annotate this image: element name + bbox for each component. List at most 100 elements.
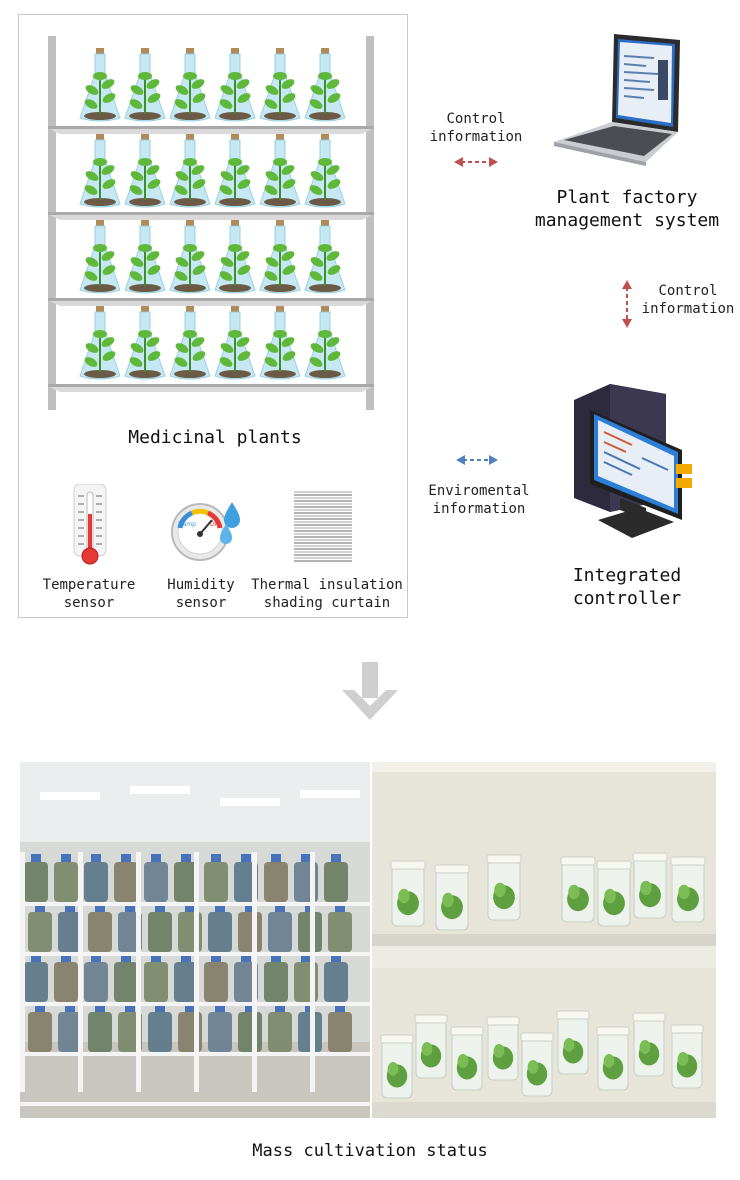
ceiling-light [220,798,280,806]
culture-bottle [58,912,82,952]
shelf-board [48,214,374,220]
culture-jar [380,1034,414,1099]
culture-jar [450,1026,484,1091]
culture-jar [486,854,522,921]
culture-bottle [24,862,48,902]
culture-bottle [88,1012,112,1052]
plant-flask [304,306,346,380]
culture-jar [670,856,706,923]
shelf-edge [372,1102,716,1118]
ceiling-light [300,790,360,798]
plant-flask [79,220,121,294]
culture-jar [520,1032,554,1097]
culture-bottle [148,1012,172,1052]
shelf-post [48,36,56,410]
culture-bottle [54,862,78,902]
culture-bottle [268,912,292,952]
environmental-info-arrow [456,455,498,465]
down-arrow-icon [342,662,398,720]
plant-shelf-illustration [48,36,374,410]
shelf-label: Medicinal plants [128,427,302,448]
plant-flask [124,134,166,208]
culture-bottle [328,1012,352,1052]
ceiling-light [40,792,100,800]
curtain-label: Thermal insulation shading curtain [251,577,403,611]
culture-bottle [54,962,78,1002]
plant-flask [79,48,121,122]
culture-jar [596,1026,630,1091]
culture-bottle [84,862,108,902]
plant-flask [304,134,346,208]
management-system-label: Plant factory management system [534,187,720,231]
culture-bottle [28,1012,52,1052]
rack-shelf [20,1102,370,1106]
culture-bottle [58,1012,82,1052]
shelf-edge [372,934,716,946]
plant-flask [79,134,121,208]
rack-shelf [20,1002,370,1006]
culture-jar [670,1024,704,1089]
plant-flask [169,306,211,380]
culture-bottle [324,862,348,902]
culture-jar [486,1016,520,1081]
control-info-label-1: Control information [429,111,523,145]
thermometer-icon [73,484,107,565]
culture-bottle [204,862,228,902]
plant-flask [169,48,211,122]
culture-bottle [208,1012,232,1052]
rack-shelf [20,952,370,956]
humidity-sensor-label: Humidity sensor [167,577,235,611]
control-info-arrow-vertical [622,280,632,328]
shelf-board [48,128,374,134]
controller-label: Integrated controller [572,565,682,609]
rack-post [78,852,83,1092]
plant-flask [214,134,256,208]
culture-bottle [324,962,348,1002]
environmental-info-label: Enviromental information [428,483,530,517]
plant-flask [169,134,211,208]
rack-shelf [20,902,370,906]
laptop-icon [554,34,680,166]
culture-bottle [238,1012,262,1052]
temperature-sensor-label: Temperature sensor [42,577,136,611]
plant-flask [214,220,256,294]
plant-flask [169,220,211,294]
plant-flask [214,48,256,122]
culture-bottle [268,1012,292,1052]
rack-post [252,852,257,1092]
culture-bottle [208,912,232,952]
plant-flask [124,306,166,380]
culture-bottle [114,862,138,902]
plant-flask [259,220,301,294]
culture-jar [434,864,470,931]
gauge-dry-text: Dry [210,521,221,528]
plant-flask [259,306,301,380]
photos-caption: Mass cultivation status [252,1141,488,1161]
plant-flask [124,220,166,294]
ceiling-light [130,786,190,794]
culture-jar [560,856,596,923]
plant-flask [214,306,256,380]
culture-bottle [148,912,172,952]
rack-post [136,852,141,1092]
culture-jar [556,1010,590,1075]
controller-icon [574,384,692,538]
curtain-icon [294,491,352,562]
plant-flask [79,306,121,380]
plant-flask [259,48,301,122]
culture-jar [632,852,668,919]
shelf-board [48,300,374,306]
culture-bottle [174,862,198,902]
culture-jar [632,1012,666,1077]
humidity-gauge-icon: Damp Dry [171,502,240,561]
culture-bottle [174,962,198,1002]
plant-flask [304,220,346,294]
plant-flask [124,48,166,122]
culture-bottle [238,912,262,952]
rack-post [310,852,315,1092]
rack-post [194,852,199,1092]
culture-bottle [144,962,168,1002]
ceiling [20,762,370,842]
plant-flask [304,48,346,122]
culture-jar [414,1014,448,1079]
